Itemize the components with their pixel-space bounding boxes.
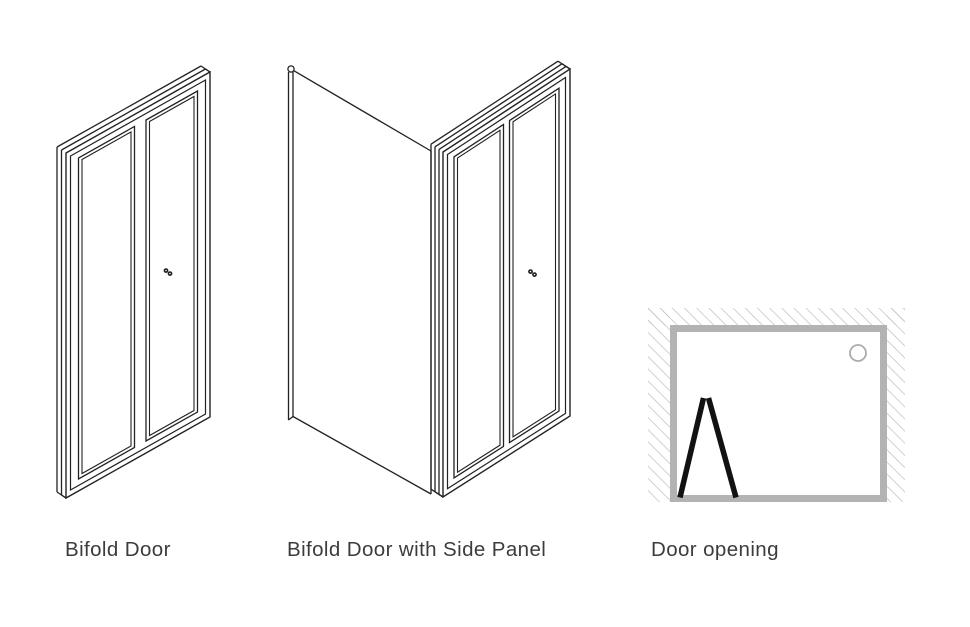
- bifold-door-with-side-panel-drawing: [287, 60, 571, 499]
- tray-frame: [670, 325, 887, 502]
- side-panel-bottom-edge: [292, 415, 432, 495]
- caption-bifold-door: Bifold Door: [65, 538, 171, 561]
- door-frame-inner-line: [446, 76, 567, 490]
- door-thickness-corner: [56, 491, 67, 499]
- door-panel-glass-line: [148, 95, 195, 437]
- door-frame-inner-line: [69, 79, 207, 491]
- door-panel-outline: [508, 86, 560, 444]
- hatch-wall-top: [648, 308, 905, 325]
- open-door-symbol-left-leaf: [677, 397, 707, 499]
- door-thickness-top-edge: [430, 60, 559, 145]
- door-panel-outline: [453, 123, 505, 480]
- door-thickness-corner: [430, 488, 444, 498]
- open-door-symbol-right-leaf: [705, 397, 739, 499]
- door-thickness-corner: [200, 65, 211, 73]
- hatch-wall-left: [648, 308, 670, 502]
- hatch-wall-right: [887, 308, 905, 502]
- door-thickness-top-edge: [434, 63, 563, 148]
- caption-bifold-door-with-side-panel: Bifold Door with Side Panel: [287, 538, 547, 561]
- side-panel-bottom-cap: [288, 415, 294, 421]
- handle-highlight: [533, 273, 536, 276]
- door-outer-frame: [65, 70, 211, 500]
- door-outer-frame: [442, 67, 571, 499]
- door-thickness-corner: [557, 60, 571, 70]
- door-panel-glass-line: [81, 130, 132, 475]
- handle-highlight: [529, 270, 532, 273]
- drain-circle: [849, 344, 867, 362]
- caption-door-opening: Door opening: [651, 538, 779, 561]
- handle-highlight: [169, 272, 171, 275]
- side-panel-top-edge: [293, 70, 432, 152]
- door-panel-glass-line: [456, 129, 501, 474]
- door-opening-plan-drawing: [648, 308, 905, 502]
- handle-highlight: [165, 269, 167, 272]
- door-thickness-top-edge: [56, 65, 202, 148]
- door-panel-outline: [145, 89, 199, 443]
- door-thickness-top-edge: [61, 68, 206, 151]
- door-panel-outline: [77, 125, 136, 481]
- door-thickness-top-edge: [438, 65, 567, 150]
- bifold-door-drawing: [56, 65, 211, 500]
- door-panel-glass-line: [512, 92, 557, 438]
- side-panel-top-cap: [287, 65, 295, 73]
